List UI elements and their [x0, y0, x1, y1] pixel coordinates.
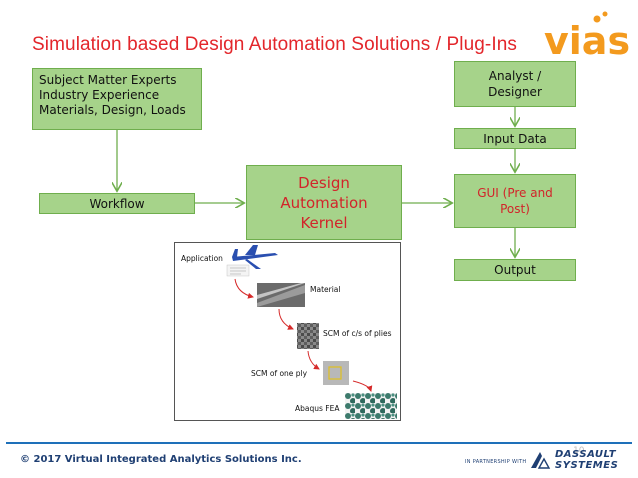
copyright-text: © 2017 Virtual Integrated Analytics Solu…	[20, 454, 302, 465]
gui-box: GUI (Pre and Post)	[454, 174, 576, 228]
abaqus-mesh-image	[345, 393, 397, 419]
plies-cross-section-image	[297, 323, 319, 349]
material-image	[257, 283, 305, 307]
workflow-label: Workflow	[89, 196, 145, 211]
inset-graphics	[226, 245, 397, 419]
dassault-logo-icon	[531, 452, 551, 469]
inset-label-abaqus: Abaqus FEA	[295, 404, 340, 413]
multiscale-inset-figure: Application Material SCM of c/s of plies…	[174, 242, 401, 421]
inset-label-scm-ply: SCM of one ply	[251, 369, 308, 378]
vias-logo-text: vias	[544, 19, 630, 60]
dassault-name-line-2: SYSTEMES	[555, 460, 619, 471]
sme-line-3: Materials, Design, Loads	[39, 103, 186, 117]
input-data-label: Input Data	[483, 131, 547, 146]
output-label: Output	[494, 263, 536, 277]
sme-line-1: Subject Matter Experts	[39, 73, 177, 87]
dassault-name-line-1: DASSAULT	[555, 449, 617, 460]
kernel-line-1: Design	[298, 173, 350, 192]
analyst-line-2: Designer	[488, 85, 542, 99]
gui-line-2: Post)	[500, 202, 530, 216]
inset-label-material: Material	[310, 285, 341, 294]
kernel-line-2: Automation	[280, 193, 368, 212]
page-title: Simulation based Design Automation Solut…	[32, 34, 517, 55]
input-data-box: Input Data	[454, 128, 576, 149]
page-number: 10	[573, 446, 585, 456]
partner-text: IN PARTNERSHIP WITH	[465, 459, 527, 465]
vias-logo: vias	[544, 11, 630, 60]
sme-box: Subject Matter Experts Industry Experien…	[32, 68, 202, 130]
analyst-line-1: Analyst /	[488, 69, 542, 83]
inset-label-scm-plies: SCM of c/s of plies	[323, 329, 392, 338]
airplane-icon	[232, 245, 278, 269]
sme-line-2: Industry Experience	[39, 88, 160, 102]
single-ply-image	[323, 361, 349, 385]
kernel-line-3: Kernel	[300, 213, 348, 232]
workflow-box: Workflow	[39, 193, 195, 214]
design-automation-kernel-box: Design Automation Kernel	[246, 165, 402, 240]
inset-label-application: Application	[181, 254, 223, 263]
output-box: Output	[454, 259, 576, 281]
footer-divider	[6, 442, 632, 444]
analyst-designer-box: Analyst / Designer	[454, 61, 576, 107]
gui-line-1: GUI (Pre and	[477, 186, 553, 200]
